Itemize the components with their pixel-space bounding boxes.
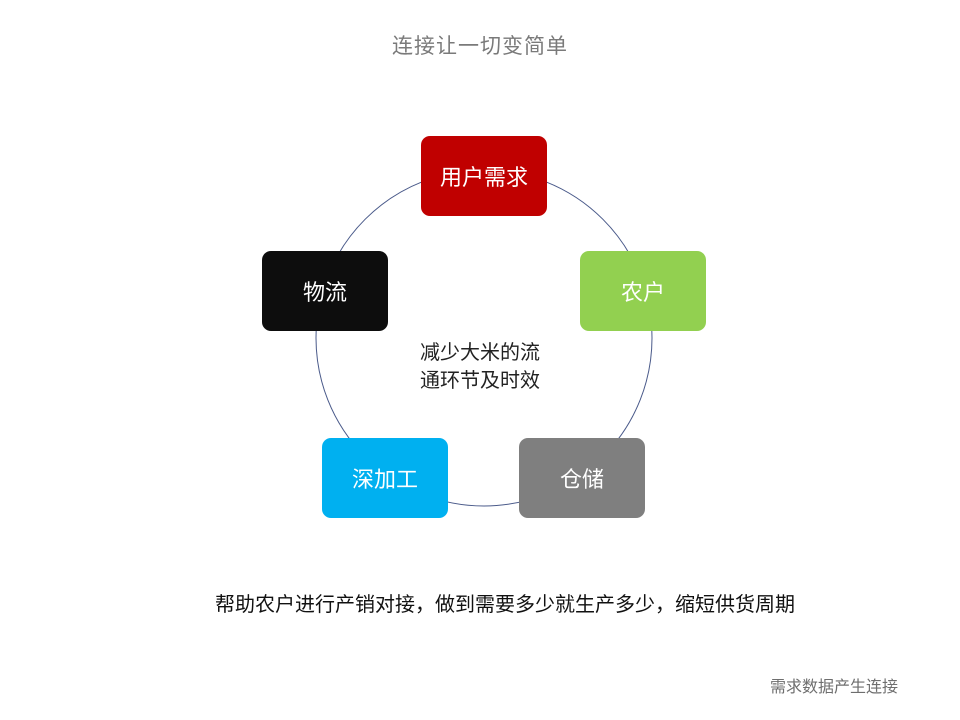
cycle-node-label: 仓储 [559,468,604,493]
cycle-node-logistics: 物流 [262,251,388,331]
cycle-node-farmer: 农户 [580,251,706,331]
cycle-center-text: 减少大米的流 通环节及时效 [370,338,590,394]
slide-caption: 帮助农户进行产销对接，做到需要多少就生产多少，缩短供货周期 [215,592,795,616]
cycle-node-processing: 深加工 [322,438,448,518]
cycle-node-label: 深加工 [351,468,418,493]
center-text-line: 减少大米的流 [420,340,540,364]
cycle-node-user-demand: 用户需求 [421,136,547,216]
cycle-node-label: 农户 [620,281,665,306]
cycle-node-label: 物流 [302,281,347,306]
cycle-node-warehouse: 仓储 [519,438,645,518]
footer-note: 需求数据产生连接 [769,677,898,696]
cycle-node-label: 用户需求 [439,166,528,191]
center-text-line: 通环节及时效 [420,368,540,392]
slide-title: 连接让一切变简单 [392,34,568,58]
